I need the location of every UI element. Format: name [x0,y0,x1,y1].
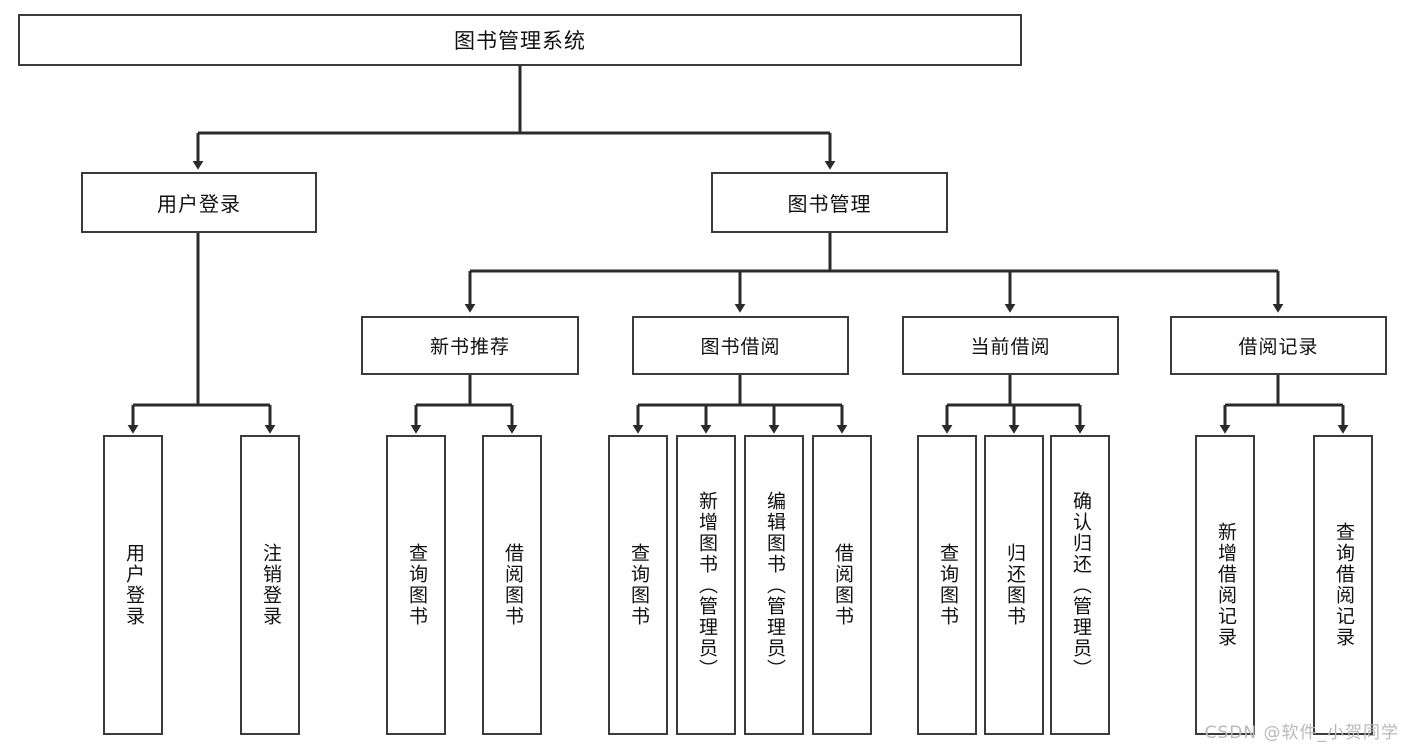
node-borrow-record[interactable]: 借阅记录 [1170,316,1387,375]
node-label: 新增借阅记录 [1214,522,1237,648]
leaf-query-book-recommend[interactable]: 查询图书 [386,435,446,735]
node-new-book-recommend[interactable]: 新书推荐 [361,316,579,375]
node-label: 图书借阅 [700,336,781,358]
leaf-borrow-book[interactable]: 借阅图书 [812,435,872,735]
node-book-borrow[interactable]: 图书借阅 [632,316,849,375]
node-book-management[interactable]: 图书管理 [711,172,948,233]
leaf-add-borrow-record[interactable]: 新增借阅记录 [1195,435,1255,735]
node-label: 借阅图书 [831,543,854,627]
node-label: 注销登录 [259,543,282,627]
leaf-edit-book-admin[interactable]: 编辑图书（管理员） [744,435,804,735]
node-label: 借阅记录 [1238,336,1319,358]
node-label: 查询图书 [405,543,428,627]
node-user-login[interactable]: 用户登录 [81,172,317,233]
watermark: CSDN @软件_小贺同学 [1204,723,1399,743]
node-label: 图书管理系统 [454,29,586,53]
node-label: 借阅图书 [501,543,524,627]
leaf-return-book[interactable]: 归还图书 [984,435,1044,735]
leaf-borrow-book-recommend[interactable]: 借阅图书 [482,435,542,735]
leaf-query-book-current[interactable]: 查询图书 [917,435,977,735]
node-label: 编辑图书（管理员） [763,490,786,680]
leaf-query-book-borrow[interactable]: 查询图书 [608,435,668,735]
node-label: 用户登录 [157,192,241,216]
leaf-add-book-admin[interactable]: 新增图书（管理员） [676,435,736,735]
node-label: 用户登录 [122,543,145,627]
node-label: 确认归还（管理员） [1069,490,1092,680]
node-label: 新增图书（管理员） [695,490,718,680]
node-label: 查询图书 [936,543,959,627]
leaf-confirm-return-admin[interactable]: 确认归还（管理员） [1050,435,1110,735]
leaf-logout[interactable]: 注销登录 [240,435,300,735]
leaf-user-login[interactable]: 用户登录 [103,435,163,735]
node-label: 查询借阅记录 [1332,522,1355,648]
node-label: 归还图书 [1003,543,1026,627]
node-current-borrow[interactable]: 当前借阅 [902,316,1119,375]
node-label: 新书推荐 [429,336,510,358]
node-label: 图书管理 [787,192,872,216]
node-root[interactable]: 图书管理系统 [18,14,1022,66]
node-label: 当前借阅 [970,336,1051,358]
node-label: 查询图书 [627,543,650,627]
leaf-query-borrow-record[interactable]: 查询借阅记录 [1313,435,1373,735]
